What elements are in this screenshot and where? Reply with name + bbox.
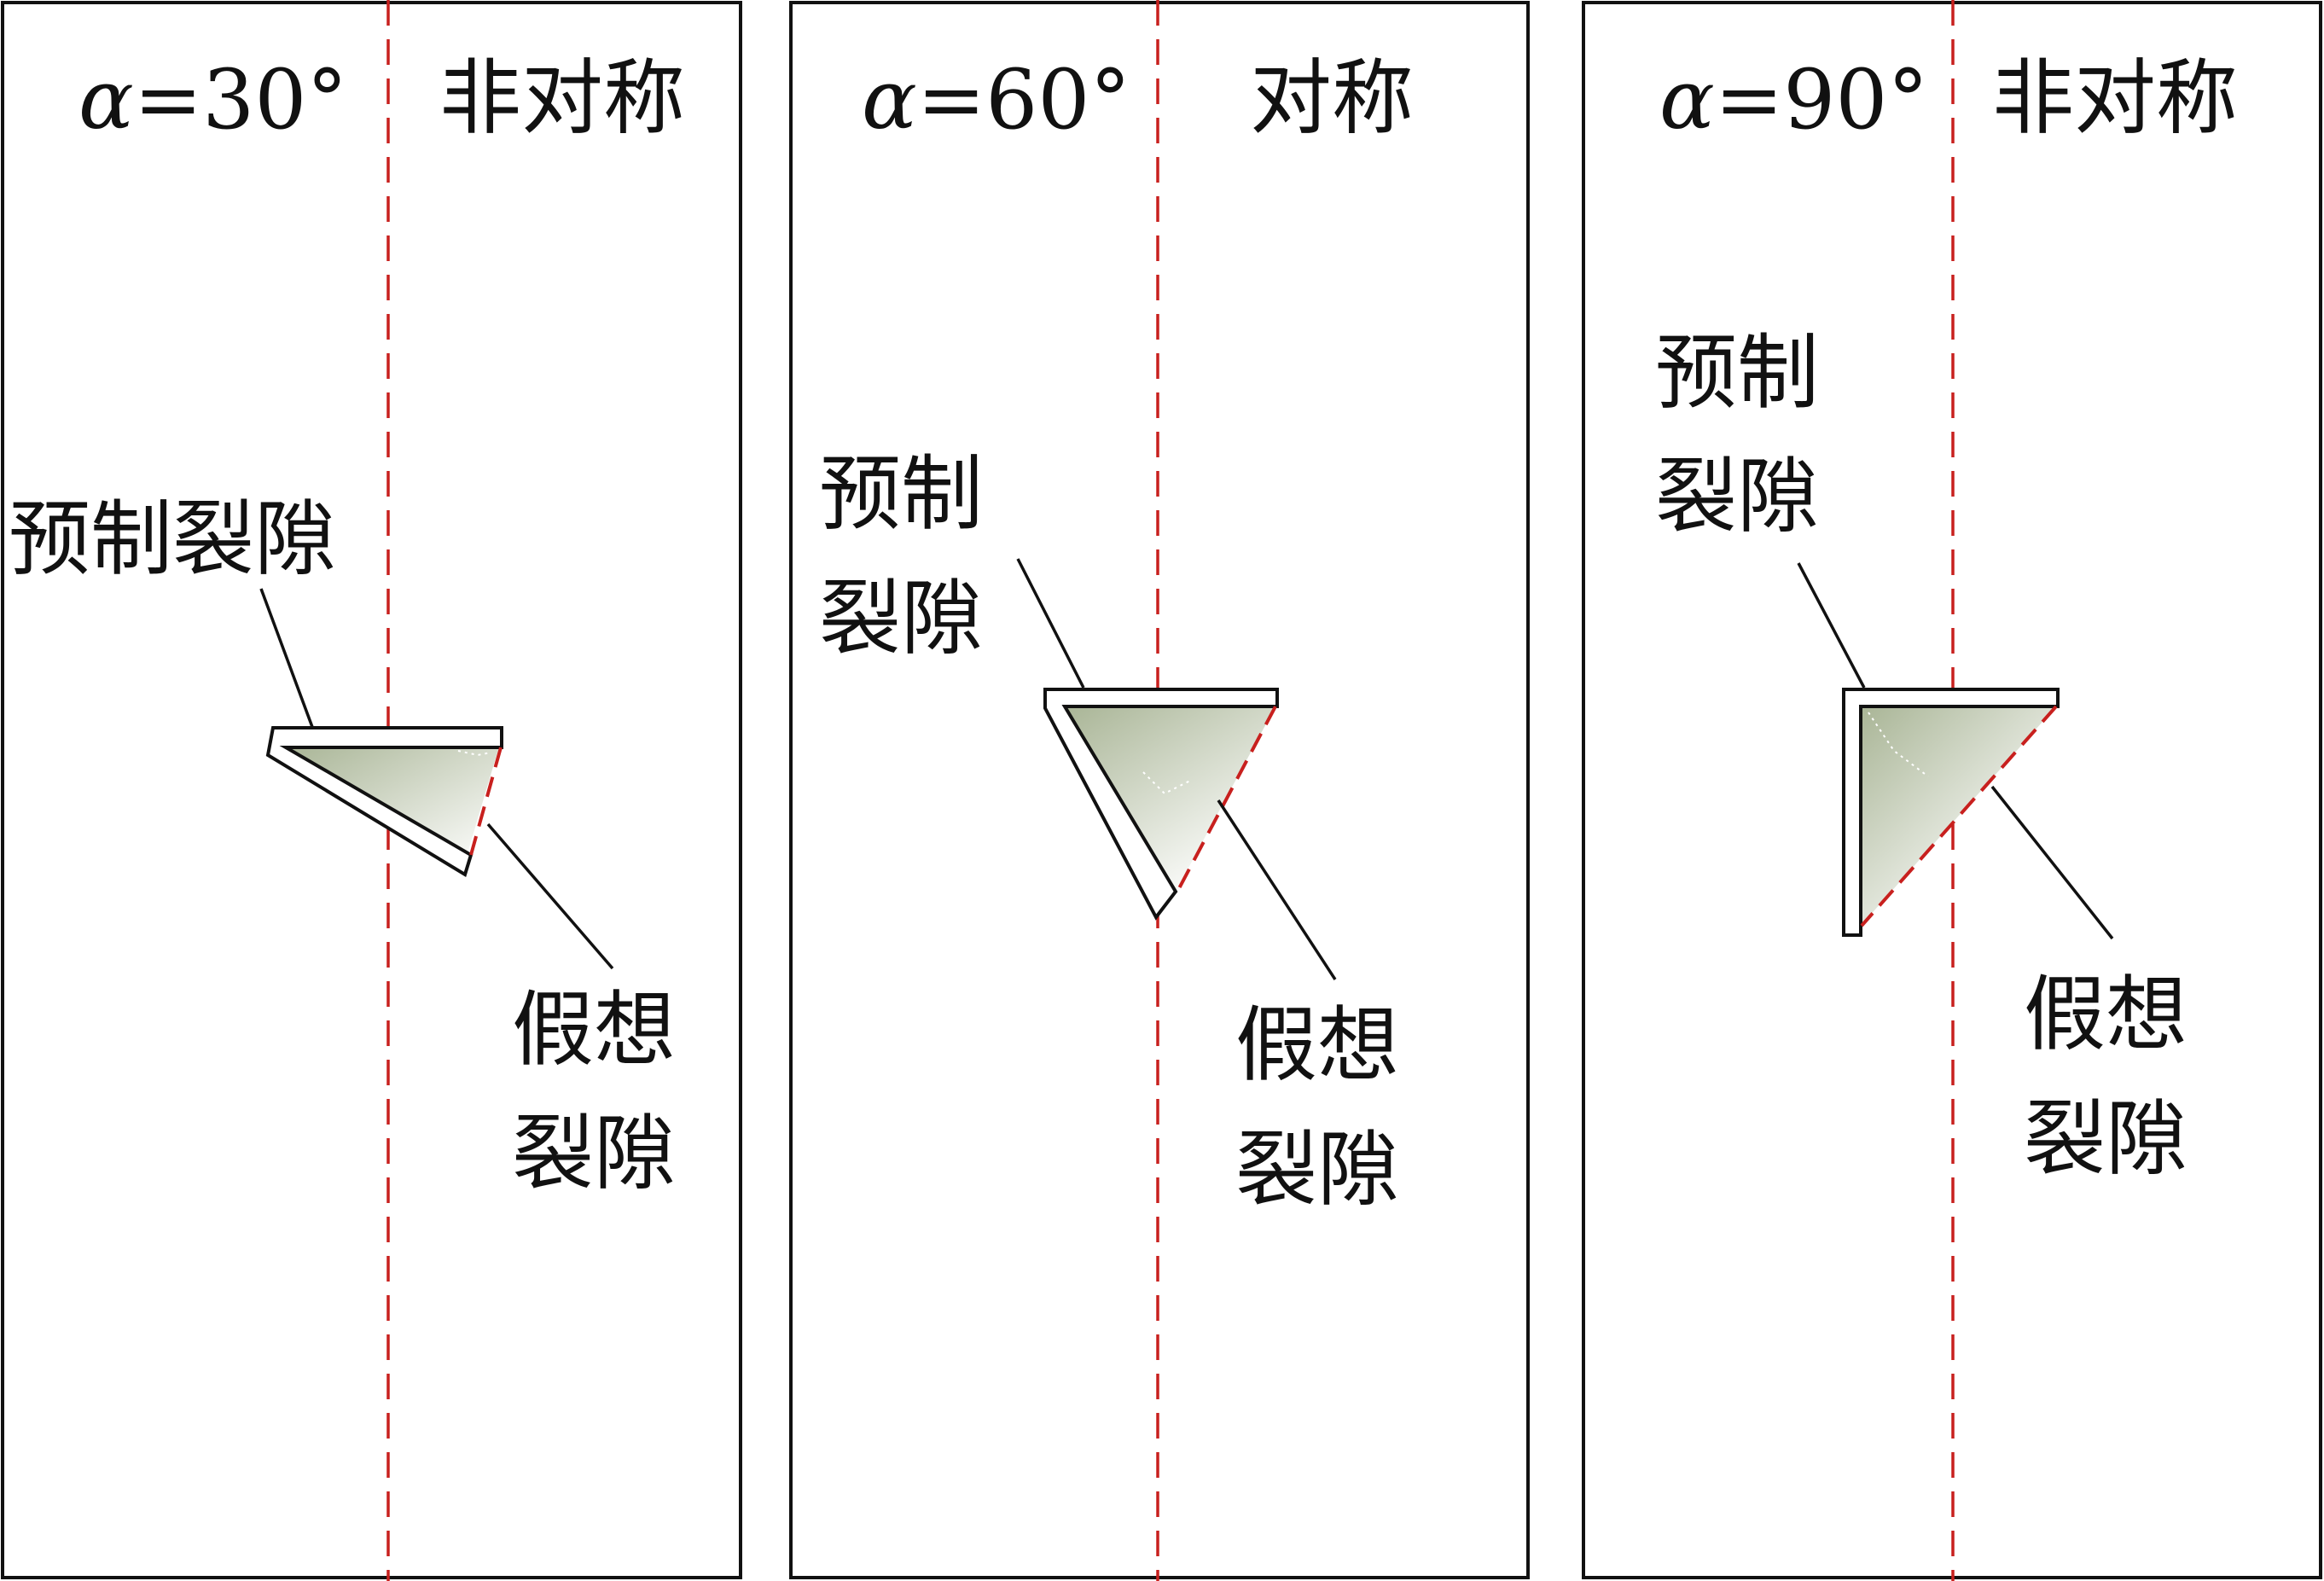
virtual-crack-region bbox=[286, 747, 499, 862]
prefab-leader-line bbox=[259, 588, 314, 728]
virtual-crack-line bbox=[1176, 706, 1277, 892]
prefab-crack-outline bbox=[1043, 688, 1279, 921]
prefab-leader-line bbox=[1016, 558, 1085, 689]
virtual-leader-line bbox=[1217, 799, 1337, 980]
angle-value: =60° bbox=[917, 52, 1131, 148]
virtual-crack-label: 假想 裂隙 bbox=[2024, 967, 2214, 1187]
prefab-leader-line bbox=[1797, 562, 1866, 689]
virtual-crack-line bbox=[469, 747, 503, 856]
alpha-symbol: α bbox=[1659, 52, 1715, 148]
prefab-crack-outline bbox=[265, 726, 503, 878]
angle-label: α=90° bbox=[1659, 52, 1928, 148]
alpha-symbol: α bbox=[862, 52, 917, 148]
symmetry-label: 非对称 bbox=[439, 50, 685, 146]
angle-value: =30° bbox=[134, 52, 348, 148]
virtual-crack-region bbox=[1065, 706, 1275, 892]
prefab-crack-outline bbox=[1842, 688, 2060, 937]
alpha-symbol: α bbox=[78, 52, 134, 148]
virtual-leader-line bbox=[486, 822, 614, 970]
angle-label: α=30° bbox=[78, 52, 347, 148]
panel-alpha-60: α=60° 对称 预制 裂隙 假想 裂隙 bbox=[789, 0, 1530, 1581]
panel-alpha-30: α=30° 非对称 预制裂隙 假想 裂隙 bbox=[1, 0, 742, 1581]
prefab-crack-label: 预制 裂隙 bbox=[1655, 325, 1845, 544]
virtual-crack-line bbox=[1860, 705, 2058, 927]
virtual-leader-line bbox=[1990, 785, 2114, 940]
symmetry-label: 对称 bbox=[1250, 50, 1414, 146]
virtual-crack-label: 假想 裂隙 bbox=[512, 982, 702, 1201]
prefab-crack-label: 预制 裂隙 bbox=[819, 446, 1009, 666]
angle-label: α=60° bbox=[862, 52, 1130, 148]
angle-value: =90° bbox=[1715, 52, 1929, 148]
specimen-frame bbox=[1, 1, 742, 1579]
specimen-frame bbox=[789, 1, 1530, 1579]
virtual-crack-label: 假想 裂隙 bbox=[1235, 997, 1426, 1218]
symmetry-label: 非对称 bbox=[1992, 50, 2238, 146]
panel-alpha-90: α=90° 非对称 预制 裂隙 假想 裂隙 bbox=[1582, 0, 2322, 1581]
prefab-crack-label: 预制裂隙 bbox=[9, 491, 336, 587]
